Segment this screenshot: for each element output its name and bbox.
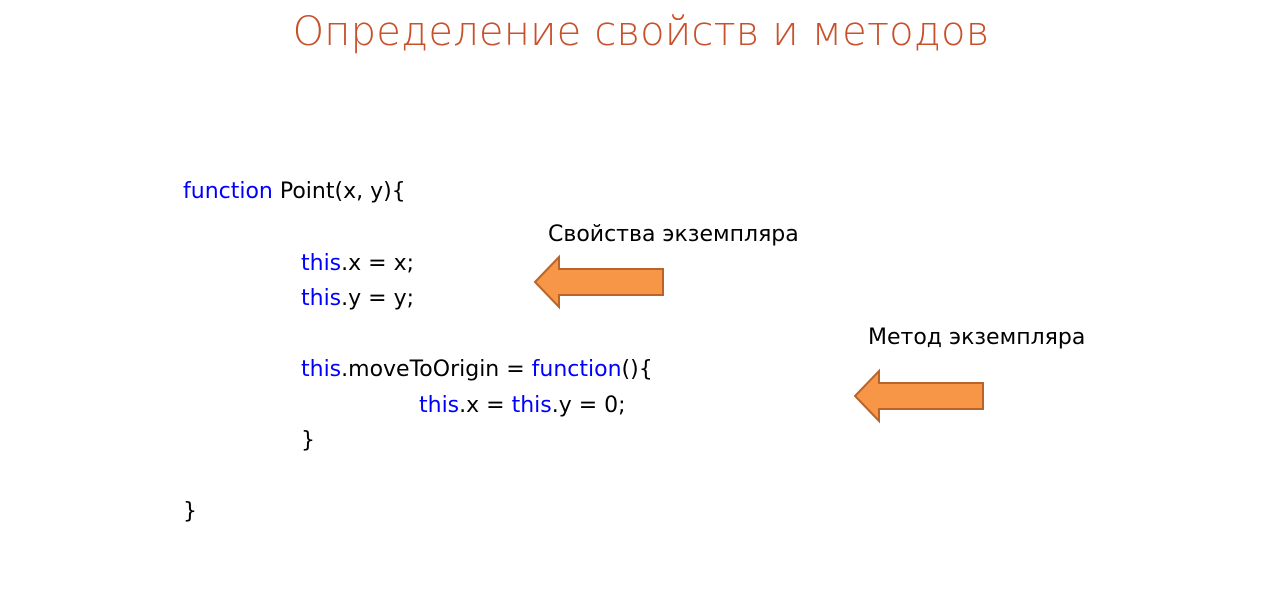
code-line-this-x: this.x = x; xyxy=(301,249,414,279)
keyword-function: function xyxy=(183,179,273,204)
code-line-this-y: this.y = y; xyxy=(301,284,414,314)
keyword-function: function xyxy=(531,357,622,382)
code-text: .moveToOrigin = xyxy=(341,357,532,382)
code-text: .x = xyxy=(459,393,512,418)
code-line-move-to-origin: this.moveToOrigin = function(){ xyxy=(301,355,653,385)
code-line-inner-close-brace: } xyxy=(301,428,315,453)
code-line-function-declaration: function Point(x, y){ xyxy=(183,177,406,207)
keyword-this: this xyxy=(301,286,342,311)
keyword-this: this xyxy=(301,357,342,382)
code-text: Point(x, y){ xyxy=(272,179,406,204)
code-line-outer-close-brace: } xyxy=(183,499,197,524)
code-text: .y = y; xyxy=(341,286,415,311)
code-text: (){ xyxy=(621,357,653,382)
properties-annotation-label: Свойства экземпляра xyxy=(548,222,799,247)
code-text: .y = 0; xyxy=(551,393,626,418)
method-arrow-icon xyxy=(853,368,984,424)
method-annotation-label: Метод экземпляра xyxy=(868,325,1086,350)
keyword-this: this xyxy=(419,393,460,418)
properties-arrow-icon xyxy=(533,254,664,310)
code-text: .x = x; xyxy=(341,251,415,276)
keyword-this: this xyxy=(301,251,342,276)
keyword-this: this xyxy=(511,393,552,418)
code-line-reset-xy: this.x = this.y = 0; xyxy=(419,391,626,421)
slide-title: Определение свойств и методов xyxy=(292,9,990,55)
